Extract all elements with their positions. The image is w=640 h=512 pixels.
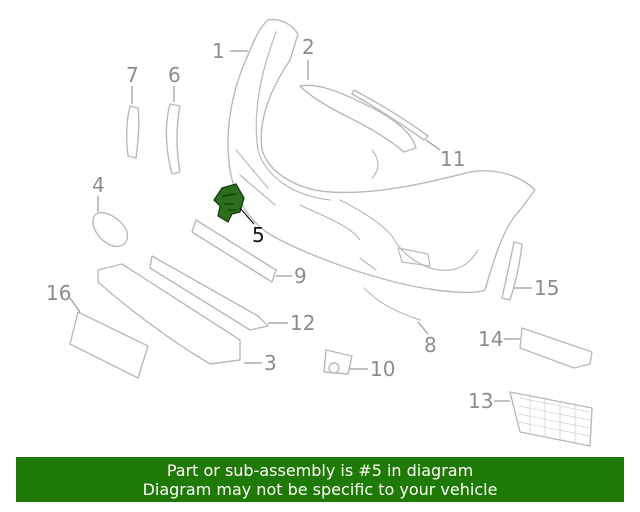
callout-11: 11 <box>425 139 465 171</box>
svg-text:2: 2 <box>302 35 315 59</box>
svg-text:11: 11 <box>440 147 465 171</box>
callout-15: 15 <box>514 276 559 300</box>
part-2-grille-trim[interactable] <box>299 84 417 153</box>
callout-7: 7 <box>126 63 139 104</box>
callout-4: 4 <box>92 173 105 212</box>
callout-16: 16 <box>46 281 81 313</box>
parts-diagram: 1 2 3 4 5 6 7 8 9 10 11 12 <box>46 18 593 447</box>
svg-text:1: 1 <box>212 39 225 63</box>
svg-text:14: 14 <box>478 327 503 351</box>
part-15-side-trim[interactable] <box>501 241 523 301</box>
callout-13: 13 <box>468 389 510 413</box>
part-8-molding[interactable] <box>363 287 421 321</box>
callout-14: 14 <box>478 327 520 351</box>
callout-1: 1 <box>212 39 248 63</box>
svg-text:15: 15 <box>534 276 559 300</box>
svg-text:6: 6 <box>168 63 181 87</box>
callout-10: 10 <box>350 357 395 381</box>
part-3-lower-panel[interactable] <box>97 263 241 365</box>
svg-text:4: 4 <box>92 173 105 197</box>
svg-text:3: 3 <box>264 351 277 375</box>
callout-12: 12 <box>268 311 315 335</box>
part-7-bracket[interactable] <box>125 105 140 159</box>
callout-6: 6 <box>168 63 181 102</box>
part-14-fog-bezel[interactable] <box>519 327 593 369</box>
part-16-license-bracket[interactable] <box>69 311 149 379</box>
callout-8: 8 <box>417 321 437 357</box>
part-13-mesh-grille[interactable] <box>509 391 593 447</box>
part-4-cap[interactable] <box>92 212 129 248</box>
banner-line-2: Diagram may not be specific to your vehi… <box>142 479 498 499</box>
part-5-highlighted-bracket[interactable] <box>213 183 245 223</box>
svg-text:13: 13 <box>468 389 493 413</box>
svg-text:10: 10 <box>370 357 395 381</box>
callout-2: 2 <box>302 35 315 80</box>
part-1-bumper-cover[interactable] <box>227 18 536 294</box>
part-6-bracket[interactable] <box>165 103 181 175</box>
svg-text:5: 5 <box>252 223 265 247</box>
svg-text:9: 9 <box>294 264 307 288</box>
part-10-sensor[interactable] <box>323 349 353 375</box>
svg-text:8: 8 <box>424 333 437 357</box>
svg-text:12: 12 <box>290 311 315 335</box>
part-11-trim-strip[interactable] <box>351 89 429 141</box>
info-banner: Part or sub-assembly is #5 in diagram Di… <box>16 457 624 502</box>
part-9-absorber[interactable] <box>191 219 277 283</box>
svg-text:7: 7 <box>126 63 139 87</box>
part-12-reinforcement[interactable] <box>149 255 269 331</box>
callout-9: 9 <box>276 264 307 288</box>
callout-3: 3 <box>244 351 277 375</box>
callout-5: 5 <box>239 207 265 247</box>
svg-text:16: 16 <box>46 281 71 305</box>
banner-line-1: Part or sub-assembly is #5 in diagram <box>166 460 474 480</box>
